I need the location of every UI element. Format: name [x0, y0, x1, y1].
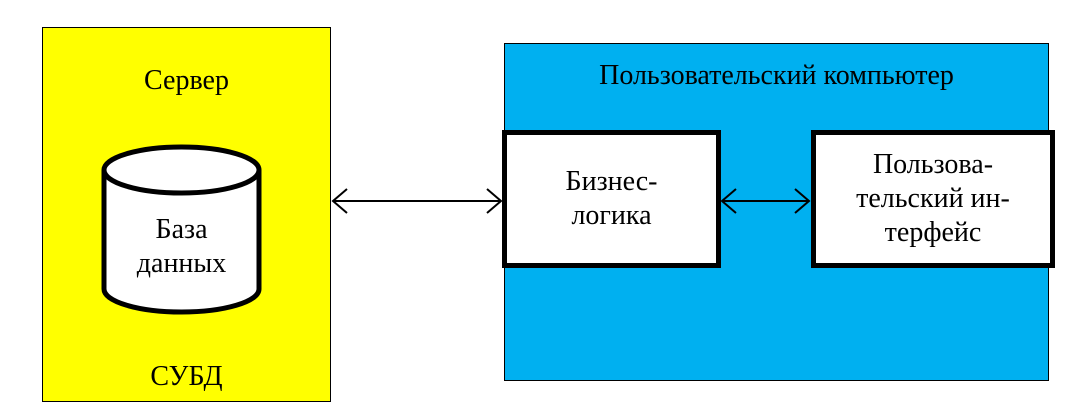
server-business-arrow — [331, 188, 503, 214]
business-logic-label: Бизнес- логика — [565, 166, 658, 231]
database-cylinder-icon — [101, 144, 262, 315]
user-interface-box: Пользова- тельский ин- терфейс — [811, 130, 1055, 268]
user-interface-label: Пользова- тельский ин- терфейс — [856, 149, 1010, 248]
business-ui-arrow — [720, 188, 811, 214]
server-title: Сервер — [144, 65, 229, 96]
dbms-label: СУБД — [150, 361, 223, 392]
database-label: База данных — [136, 214, 227, 279]
client-computer-title: Пользовательский компьютер — [599, 60, 954, 91]
business-logic-box: Бизнес- логика — [502, 130, 721, 268]
